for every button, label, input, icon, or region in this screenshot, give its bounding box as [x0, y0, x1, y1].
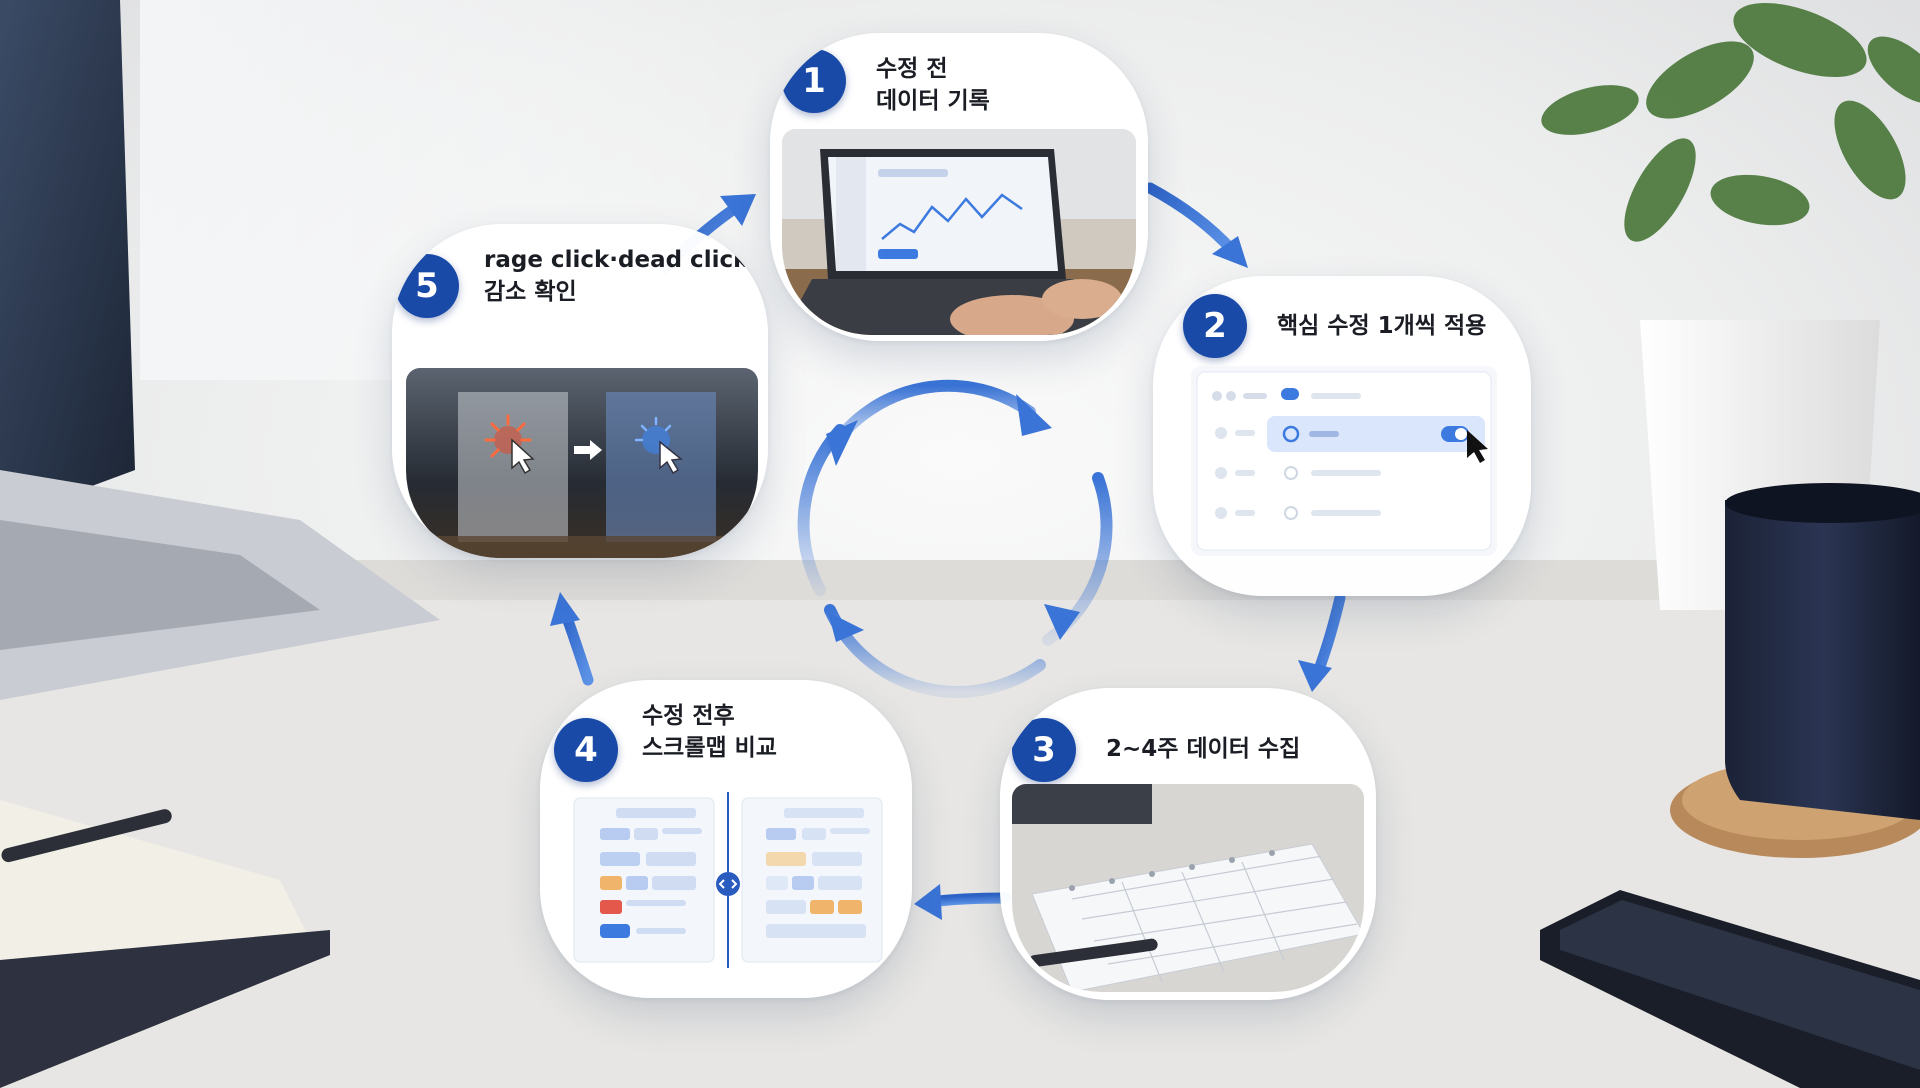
- arrowhead-3-to-4: [914, 884, 942, 920]
- step-4-card: 4 수정 전후 스크롤맵 비교: [540, 680, 912, 998]
- step-3-card: 3 2~4주 데이터 수집: [1000, 688, 1376, 1000]
- step-2-settings-panel: [1191, 366, 1497, 556]
- step-2-card: 2 핵심 수정 1개씩 적용: [1153, 276, 1531, 596]
- center-arc-bottom: [824, 604, 1046, 698]
- step-2-label: 핵심 수정 1개씩 적용: [1277, 313, 1487, 339]
- step-4-scrollmap-compare: [570, 792, 886, 968]
- arrow-right-icon: [574, 440, 602, 460]
- step-4-badge: 4: [554, 718, 618, 782]
- arrow-2-to-3: [1312, 592, 1346, 678]
- arrowhead-2-to-3: [1298, 660, 1332, 692]
- center-arrowhead-left: [826, 420, 858, 466]
- expand-icon: [716, 872, 740, 896]
- center-arc-left: [797, 424, 846, 596]
- step-3-badge: 3: [1012, 718, 1076, 782]
- step-5-card: 5 rage click·dead click 감소 확인: [392, 224, 768, 558]
- center-arc-top: [826, 379, 1036, 454]
- click-burst-icon: [484, 414, 535, 475]
- step-2-badge: 2: [1183, 294, 1247, 358]
- step-5-click-comparison: [406, 368, 758, 558]
- step-3-label: 2~4주 데이터 수집: [1106, 736, 1301, 762]
- step-4-label: 수정 전후 스크롤맵 비교: [642, 703, 777, 761]
- step-5-badge: 5: [395, 254, 459, 318]
- step-1-badge: 1: [782, 49, 846, 113]
- arrowhead-4-to-5: [550, 592, 580, 626]
- center-arrowhead-bottom: [828, 612, 864, 642]
- arrowhead-5-to-1: [720, 194, 756, 226]
- step-5-label: rage click·dead click 감소 확인: [484, 247, 749, 305]
- arrowhead-1-to-2: [1212, 236, 1248, 268]
- step-3-photo-calendar: [1012, 784, 1364, 992]
- center-arrowhead-right: [1044, 604, 1080, 640]
- arrow-3-to-4: [924, 892, 1012, 908]
- cursor-icon: [1467, 430, 1488, 463]
- arrow-1-to-2: [1144, 182, 1238, 256]
- center-arrowhead-top: [1016, 394, 1052, 436]
- step-1-photo-laptop: [782, 129, 1136, 335]
- step-1-card: 1 수정 전 데이터 기록: [770, 33, 1148, 341]
- step-1-label: 수정 전 데이터 기록: [876, 56, 990, 114]
